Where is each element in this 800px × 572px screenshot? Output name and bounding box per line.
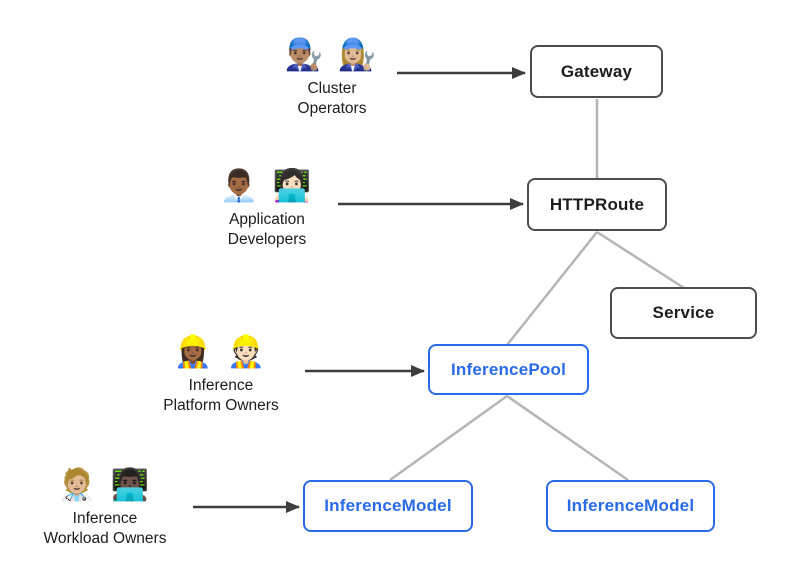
actor-label-line: Developers: [227, 231, 307, 248]
actor-label-line: Cluster: [307, 80, 357, 97]
cluster-operators-emoji-icon: 👨🏽‍🔧 👩🏼‍🔧: [284, 37, 380, 72]
actor-cluster-operators: 👨🏽‍🔧 👩🏼‍🔧 Cluster Operators: [247, 31, 417, 119]
application-developers-emoji-icon: 👨🏾‍💼 👩🏻‍💻: [219, 168, 315, 203]
edge-httproute-service: [596, 230, 685, 290]
edge-httproute-inferencepool: [506, 231, 598, 346]
node-inferencemodel-left: InferenceModel: [303, 480, 473, 532]
edge-inferencepool-inferencemodel-right: [506, 394, 629, 482]
edge-inferencepool-inferencemodel-left: [389, 394, 508, 482]
actor-inference-platform-owners: 👷🏾‍♀️ 👷🏻 Inference Platform Owners: [136, 328, 306, 416]
actor-label-line: Application: [229, 211, 305, 228]
node-inferencepool: InferencePool: [428, 344, 589, 395]
actor-label-line: Workload Owners: [43, 530, 167, 547]
actor-label-line: Operators: [297, 100, 367, 117]
node-inferencemodel-right: InferenceModel: [546, 480, 715, 532]
node-service: Service: [610, 287, 757, 339]
actor-label-line: Platform Owners: [163, 397, 279, 414]
inference-platform-owners-emoji-icon: 👷🏾‍♀️ 👷🏻: [173, 334, 269, 369]
node-httproute: HTTPRoute: [527, 178, 667, 231]
inference-workload-owners-emoji-icon: 🧑🏼‍⚕️ 👨🏿‍💻: [57, 467, 153, 502]
actor-label-line: Inference: [72, 510, 138, 527]
actor-inference-workload-owners: 🧑🏼‍⚕️ 👨🏿‍💻 Inference Workload Owners: [20, 461, 190, 549]
node-gateway: Gateway: [530, 45, 663, 98]
actor-label-line: Inference: [188, 377, 254, 394]
actor-application-developers: 👨🏾‍💼 👩🏻‍💻 Application Developers: [182, 162, 352, 250]
